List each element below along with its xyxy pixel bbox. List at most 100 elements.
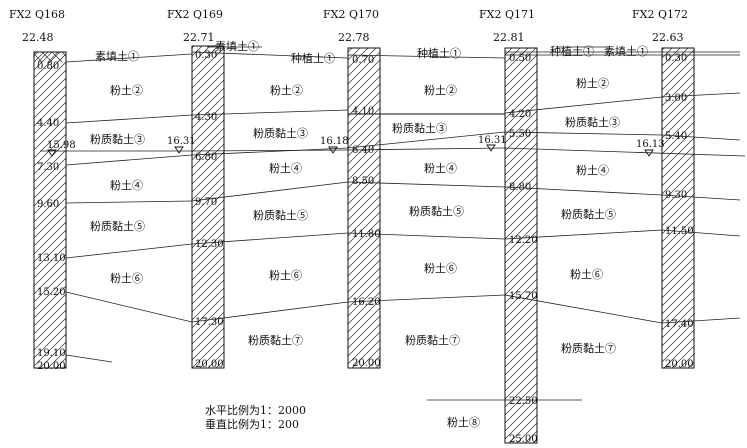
layer-label-clay3: 粉质黏土③ [90,132,145,146]
depth-label: 0.30 [665,53,687,64]
borehole-headers: FX2 Q168 22.48 FX2 Q169 22.71 FX2 Q170 2… [9,8,688,44]
stratum-boundaries [40,46,746,401]
boundary-2-3-a [65,114,193,124]
depth-label: 20.00 [352,358,381,369]
layer-label-silt6: 粉土⑥ [110,272,143,285]
water-level-label: 16.31 [167,136,196,147]
depth-label: 12.20 [509,235,538,246]
depth-label: 9.30 [665,190,687,201]
boundary-4-5-a [65,200,193,204]
layer-label-fill: 素填土① [215,39,259,53]
water-level-triangle-icon [486,144,496,152]
layer-label-clay3: 粉质黏土③ [565,115,620,129]
depth-label: 16.20 [352,297,381,308]
borehole-elevation-q170: 22.78 [338,31,370,44]
depth-label: 11.50 [665,226,694,237]
layer-label-clay5: 粉质黏土⑤ [561,207,616,221]
borehole-title-q169: FX2 Q169 [167,8,223,21]
depth-label: 20.00 [665,359,694,370]
layer-label-silt2: 粉土② [576,77,609,90]
depth-label: 6.40 [352,145,374,156]
depth-label: 0.50 [509,53,531,64]
depth-label: 4.30 [195,112,217,123]
water-level-triangle-icon [174,146,184,154]
borehole-elevation-q168: 22.48 [22,31,54,44]
borehole-column-q172 [661,47,695,369]
depth-label: 0.80 [37,61,59,72]
boundary-3-4-a [65,154,193,166]
depth-label: 8.80 [509,182,531,193]
layer-label-silt4: 粉土④ [576,164,609,177]
depth-label: 17.40 [665,319,694,330]
depth-label: 15.70 [509,291,538,302]
depth-label: 8.50 [352,176,374,187]
layer-label-plant: 种植土① [417,46,461,60]
water-level-markers: 15.98 16.31 16.18 16.31 16.13 [47,135,665,157]
layer-label-clay7: 粉质黏土⑦ [248,333,303,347]
depth-label: 15.20 [37,287,66,298]
borehole-fill-cap-q168 [34,52,66,62]
water-level-label: 16.18 [320,136,349,147]
layer-label-clay5: 粉质黏土⑤ [90,219,145,233]
scale-notes: 水平比例为1：2000 垂直比例为1：200 [205,403,306,431]
depth-label: 20.00 [195,359,224,370]
layer-label-clay7: 粉质黏土⑦ [405,333,460,347]
layer-label-silt4: 粉土④ [424,162,457,175]
depth-label: 0.70 [352,55,374,66]
layer-label-clay7: 粉质黏土⑦ [561,341,616,355]
borehole-title-q171: FX2 Q171 [479,8,535,21]
depth-label: 7.30 [37,162,59,173]
layer-label-fill: 素填土① [604,44,648,58]
layer-label-fill: 素填土① [95,49,139,63]
boundary-5-6-a [65,243,193,259]
depth-labels: 0.80 4.40 7.30 9.60 13.10 15.20 19.10 20… [37,50,694,445]
borehole-title-q168: FX2 Q168 [9,8,65,21]
borehole-column-q168 [33,51,67,369]
depth-label: 19.10 [37,348,66,359]
layer-label-clay3: 粉质黏土③ [253,126,308,140]
depth-label: 5.50 [509,129,531,140]
depth-label: 11.80 [352,229,381,240]
depth-label: 4.20 [509,109,531,120]
borehole-columns [33,45,695,444]
water-level-label: 15.98 [47,140,76,151]
depth-label: 5.40 [665,131,687,142]
borehole-elevation-q169: 22.71 [183,31,215,44]
water-level-label: 16.31 [478,135,507,146]
borehole-column-q171 [504,47,538,444]
layer-label-silt2: 粉土② [270,84,303,97]
layer-label-silt4: 粉土④ [269,162,302,175]
layer-label-clay5: 粉质黏土⑤ [409,204,464,218]
water-level-label: 16.13 [636,139,665,150]
depth-label: 3.00 [665,93,687,104]
depth-label: 13.10 [37,253,66,264]
water-level-triangle-icon [644,149,654,157]
depth-label: 17.30 [195,317,224,328]
water-line-d [504,147,746,157]
layer-label-silt2: 粉土② [424,84,457,97]
ground-line-1 [65,53,193,63]
borehole-title-q172: FX2 Q172 [632,8,688,21]
boundary-6-7-a [65,291,193,323]
layer-label-clay3: 粉质黏土③ [392,121,447,135]
layer-label-silt6: 粉土⑥ [269,269,302,282]
depth-label: 9.60 [37,199,59,210]
layer-label-clay5: 粉质黏土⑤ [253,208,308,222]
depth-label: 20.00 [37,361,66,372]
layer-label-silt4: 粉土④ [110,179,143,192]
borehole-elevation-q172: 22.63 [652,31,684,44]
water-level-triangle-icon [47,149,57,157]
borehole-title-q170: FX2 Q170 [323,8,379,21]
depth-label: 12.30 [195,239,224,250]
depth-label: 25.00 [509,434,538,445]
layer-label-silt2: 粉土② [110,84,143,97]
layer-label-silt8: 粉土⑧ [447,416,480,429]
depth-label: 22.50 [509,396,538,407]
depth-label: 4.40 [37,118,59,129]
layer-label-silt6: 粉土⑥ [424,262,457,275]
layer-label-plant: 种植土① [550,44,594,58]
borehole-column-q169 [191,45,225,369]
borehole-elevation-q171: 22.81 [493,31,525,44]
